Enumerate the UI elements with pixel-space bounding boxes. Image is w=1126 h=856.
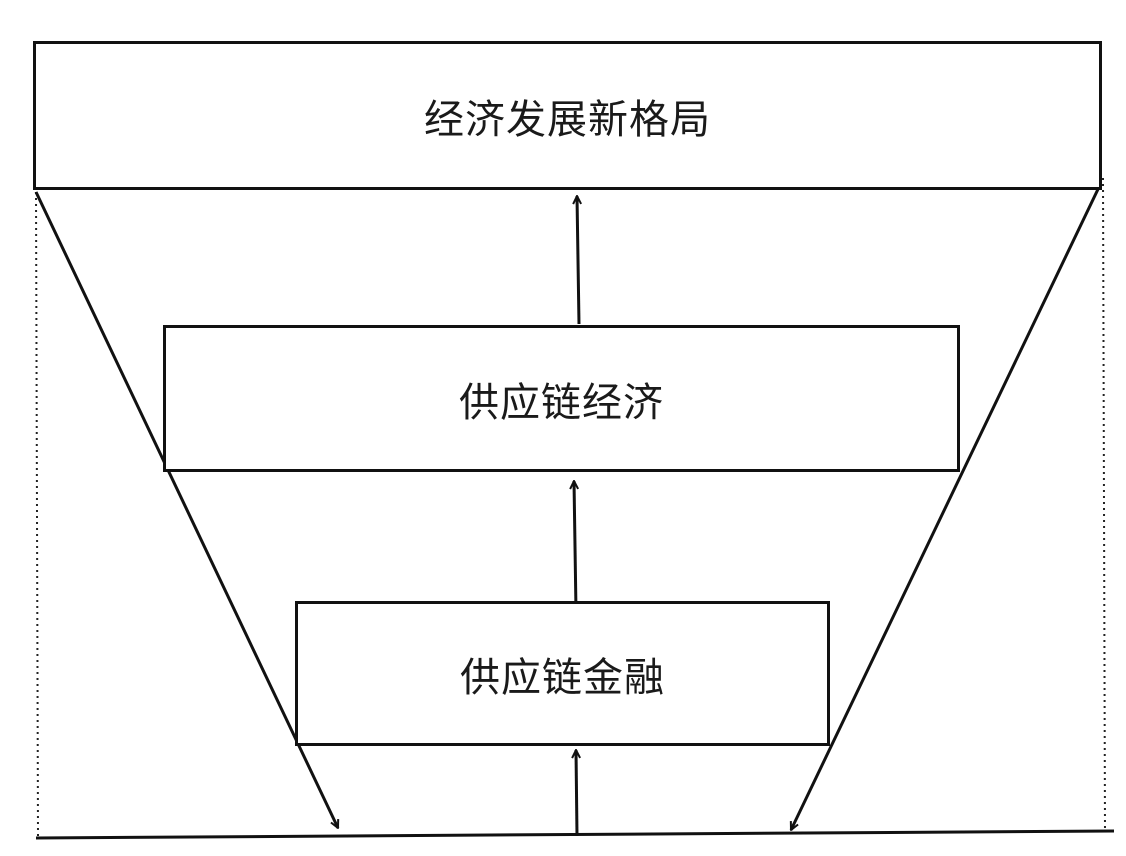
arrow-bottom-to-middle (574, 481, 576, 612)
arrow-middle-to-top (577, 196, 579, 325)
right-dotted-guide (1102, 177, 1106, 833)
top-box-label: 经济发展新格局 (424, 96, 711, 143)
arrow-baseline-to-bottom (576, 750, 577, 837)
right-funnel-arrow (789, 184, 1102, 830)
left-funnel-arrow (34, 191, 340, 828)
middle-box-label: 供应链经济 (459, 379, 664, 426)
top-box: 经济发展新格局 (33, 41, 1102, 190)
baseline (35, 829, 1115, 840)
left-dotted-guide (35, 191, 39, 837)
bottom-box-label: 供应链金融 (460, 654, 665, 701)
bottom-box: 供应链金融 (295, 601, 830, 746)
middle-box: 供应链经济 (163, 325, 960, 472)
